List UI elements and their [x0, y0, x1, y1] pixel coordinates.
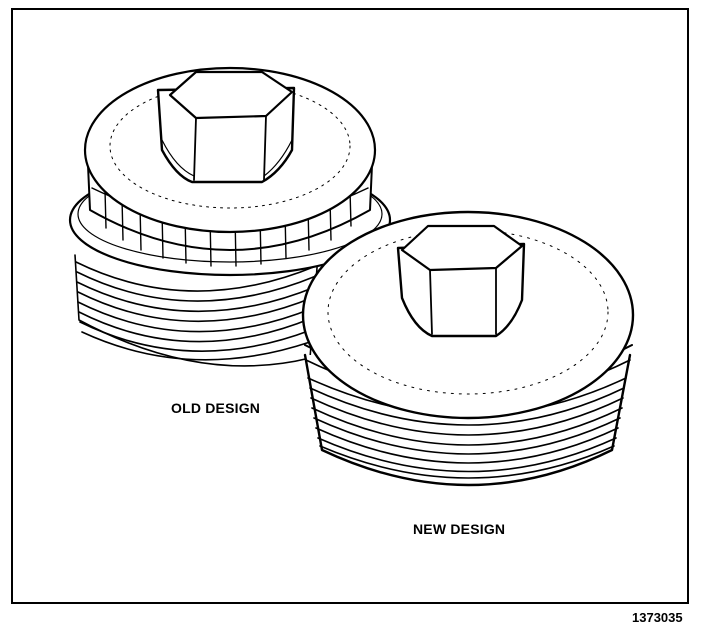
new-cap-hex-nut — [396, 224, 526, 338]
old-design-label: OLD DESIGN — [171, 400, 261, 416]
old-cap-threads — [74, 254, 319, 367]
new-design-label: NEW DESIGN — [413, 521, 506, 537]
old-cap-hex-nut — [156, 70, 296, 184]
old-design-cap — [68, 66, 392, 367]
figure-number: 1373035 — [632, 610, 683, 625]
new-design-cap — [301, 210, 635, 487]
